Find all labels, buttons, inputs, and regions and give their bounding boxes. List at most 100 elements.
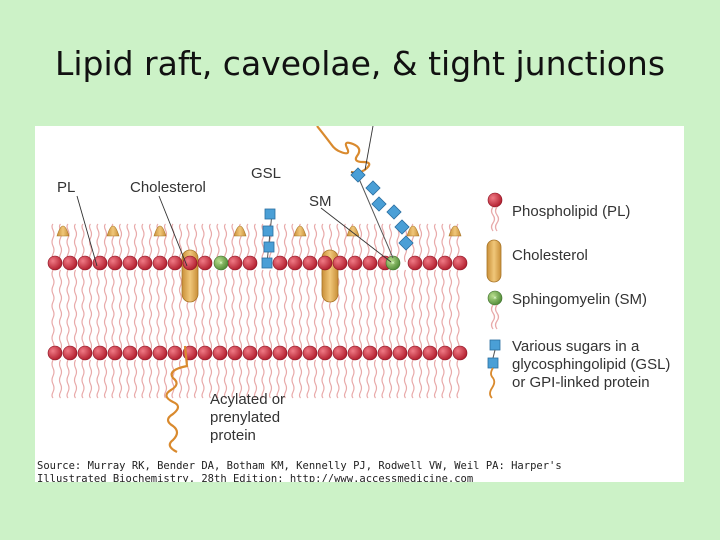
phospholipid-head bbox=[122, 345, 138, 361]
phospholipid-head bbox=[107, 345, 123, 361]
phospholipid-head bbox=[362, 345, 378, 361]
lipid-tail bbox=[163, 269, 168, 351]
phospholipid-head bbox=[302, 255, 318, 271]
phospholipid-head bbox=[197, 255, 213, 271]
lipid-tail bbox=[403, 269, 408, 351]
lipid-tail bbox=[433, 269, 438, 351]
inner-lipid-tails bbox=[51, 269, 460, 399]
phospholipid-head bbox=[362, 255, 378, 271]
phospholipid-head bbox=[47, 345, 63, 361]
lipid-tail bbox=[261, 269, 265, 351]
lipid-tail bbox=[388, 269, 393, 351]
lipid-tail bbox=[111, 359, 115, 399]
phospholipid-head bbox=[62, 345, 78, 361]
lipid-tail bbox=[313, 223, 318, 263]
slide-title: Lipid raft, caveolae, & tight junctions bbox=[54, 44, 666, 83]
lipid-tail bbox=[223, 223, 228, 263]
phospholipid-head bbox=[167, 255, 183, 271]
lipid-tail bbox=[426, 359, 430, 399]
lipid-tail bbox=[231, 269, 235, 351]
lipid-tail bbox=[193, 359, 198, 399]
lipid-tail bbox=[186, 359, 190, 399]
lipid-tail bbox=[418, 269, 423, 351]
membrane-figure: * * bbox=[35, 126, 684, 482]
lipid-tail bbox=[201, 223, 205, 263]
lipid-tail bbox=[328, 359, 333, 399]
lipid-tail bbox=[276, 223, 280, 263]
svg-text:*: * bbox=[493, 295, 497, 303]
lipid-tail bbox=[366, 359, 370, 399]
label-cholesterol: Cholesterol bbox=[130, 179, 206, 196]
lipid-tail bbox=[208, 269, 213, 351]
phospholipid-head bbox=[407, 345, 423, 361]
sugar-block bbox=[398, 235, 414, 251]
sugar-block bbox=[394, 219, 410, 235]
phospholipid-head bbox=[287, 255, 303, 271]
phospholipid-head bbox=[152, 345, 168, 361]
legend-sugars-line2: glycosphingolipid (GSL) bbox=[512, 356, 670, 373]
lipid-tail bbox=[178, 223, 183, 263]
lipid-tail bbox=[456, 359, 460, 399]
phospholipid-head bbox=[332, 255, 348, 271]
phospholipid-head bbox=[47, 255, 63, 271]
lipid-tail bbox=[178, 359, 183, 399]
lipid-tail bbox=[291, 359, 295, 399]
sphingomyelin-molecules: * * bbox=[213, 255, 401, 271]
phospholipid-head bbox=[107, 255, 123, 271]
lipid-tail bbox=[418, 359, 423, 399]
phospholipid-head bbox=[197, 345, 213, 361]
lipid-tail bbox=[51, 269, 55, 351]
lipid-tail bbox=[373, 269, 378, 351]
lipid-tail bbox=[351, 269, 355, 351]
lipid-tail bbox=[411, 359, 415, 399]
lipid-tail bbox=[231, 223, 235, 263]
label-sm: SM bbox=[309, 193, 332, 210]
lipid-tail bbox=[216, 359, 220, 399]
phospholipid-head bbox=[137, 255, 153, 271]
lipid-tail bbox=[163, 223, 168, 263]
lipid-tail bbox=[126, 223, 130, 263]
phospholipid-head bbox=[437, 345, 453, 361]
lipid-tail bbox=[223, 359, 228, 399]
lipid-tail bbox=[246, 359, 250, 399]
phospholipid-head bbox=[347, 255, 363, 271]
phospholipid-head bbox=[92, 345, 108, 361]
lipid-tail bbox=[148, 269, 153, 351]
lipid-tail bbox=[58, 269, 63, 351]
lipid-tail bbox=[261, 359, 265, 399]
sugar-block bbox=[365, 180, 381, 196]
phospholipid-head bbox=[422, 345, 438, 361]
lipid-tail bbox=[306, 269, 310, 351]
lipid-tail bbox=[358, 359, 363, 399]
cholesterol-tip bbox=[106, 225, 120, 237]
lipid-tail bbox=[381, 359, 385, 399]
lipid-tail bbox=[156, 269, 160, 351]
lipid-tail bbox=[381, 269, 385, 351]
cholesterol-tip bbox=[448, 225, 462, 237]
lipid-tail bbox=[66, 223, 70, 263]
cholesterol-tip bbox=[233, 225, 247, 237]
lipid-tail bbox=[81, 359, 85, 399]
svg-text:*: * bbox=[219, 260, 223, 268]
phospholipid-head bbox=[122, 255, 138, 271]
lipid-tail bbox=[118, 359, 123, 399]
lipid-tail bbox=[133, 269, 138, 351]
sugar-block bbox=[371, 196, 387, 212]
lipid-tail bbox=[133, 223, 138, 263]
lipid-tail bbox=[253, 359, 258, 399]
lipid-tail bbox=[441, 359, 445, 399]
legend-sugar-icon bbox=[487, 339, 501, 399]
lipid-tail bbox=[291, 223, 295, 263]
phospholipid-head bbox=[77, 345, 93, 361]
lipid-tail bbox=[336, 359, 340, 399]
phospholipid-head bbox=[212, 345, 228, 361]
legend-cholesterol-label: Cholesterol bbox=[512, 247, 588, 264]
legend-sphingomyelin-label: Sphingomyelin (SM) bbox=[512, 291, 647, 308]
legend-cholesterol-icon bbox=[486, 239, 502, 283]
lipid-tail bbox=[73, 269, 78, 351]
lipid-tail bbox=[253, 269, 258, 351]
phospholipid-head bbox=[407, 255, 423, 271]
lipid-tail bbox=[231, 359, 235, 399]
lipid-tail bbox=[306, 359, 310, 399]
phospholipid-head bbox=[242, 345, 258, 361]
